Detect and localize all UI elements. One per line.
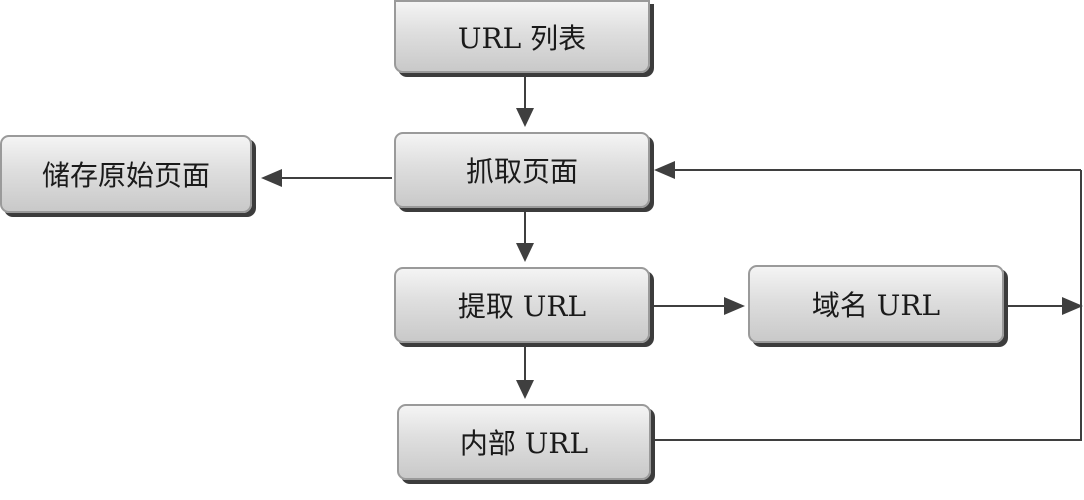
- node-store-raw-page-label: 储存原始页面: [41, 159, 210, 192]
- arrowhead-right: [1062, 297, 1083, 315]
- node-internal-url: 内部 URL: [397, 404, 651, 480]
- arrowhead-down: [516, 243, 534, 262]
- arrowhead-down: [516, 380, 534, 399]
- node-domain-url-label: 域名 URL: [811, 289, 941, 322]
- edge-internal-to-loop: [653, 170, 1082, 441]
- arrowhead-down: [516, 108, 534, 127]
- node-domain-url: 域名 URL: [748, 265, 1004, 343]
- node-fetch-page: 抓取页面: [394, 132, 650, 208]
- arrowhead-right: [724, 297, 745, 315]
- node-store-raw-page: 储存原始页面: [0, 135, 252, 213]
- node-extract-url-label: 提取 URL: [457, 290, 587, 323]
- node-extract-url: 提取 URL: [394, 267, 650, 343]
- arrowhead-left: [654, 161, 675, 179]
- node-url-list: URL 列表: [394, 0, 650, 73]
- node-fetch-page-label: 抓取页面: [465, 155, 578, 188]
- node-internal-url-label: 内部 URL: [459, 427, 589, 460]
- arrowhead-left: [261, 169, 282, 187]
- node-url-list-label: URL 列表: [457, 21, 587, 55]
